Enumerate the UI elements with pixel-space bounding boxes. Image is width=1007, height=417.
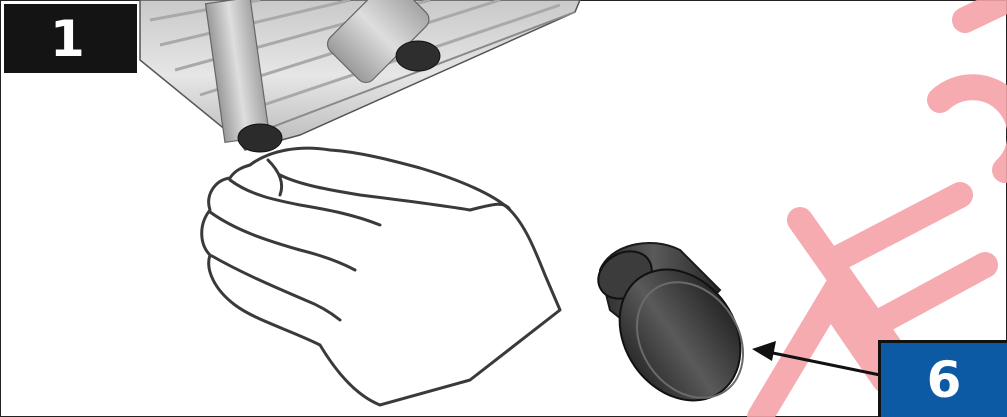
end-cap-part bbox=[590, 242, 765, 417]
hand-drawing bbox=[202, 148, 560, 405]
part-number-badge: 6 bbox=[878, 340, 1007, 417]
aluminium-profile bbox=[140, 0, 580, 152]
step-number-badge: 1 bbox=[4, 4, 137, 73]
